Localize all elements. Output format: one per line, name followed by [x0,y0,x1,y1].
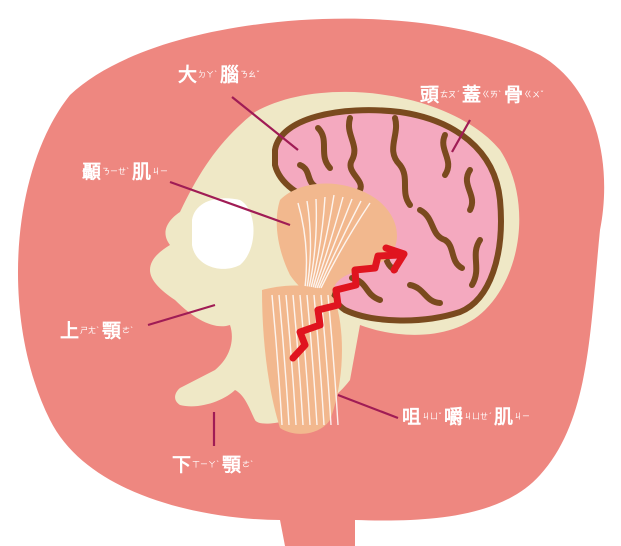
label-mandible-char-1: 下 [172,456,191,475]
label-brain-char-1: 大 [178,66,197,85]
label-masseter-char-1: 咀 [402,408,421,427]
label-brain-zhuyin-2: ㄋㄠˇ [240,71,260,79]
label-maxilla-char-1: 上 [60,322,79,341]
label-skull-zhuyin-3: ㄍㄨˇ [524,91,544,99]
label-masseter-zhuyin-2: ㄐㄩㄝˊ [464,413,492,421]
label-skull-zhuyin-1: ㄊㄡˊ [440,91,460,99]
label-skull-char-3: 骨 [504,86,523,105]
label-brain-char-2: 腦 [220,66,239,85]
label-mandible-char-2: 顎 [222,456,241,475]
label-masseter-char-2: 嚼 [444,408,463,427]
label-maxilla-zhuyin-1: ㄕㄤˋ [80,327,100,335]
label-temporalis-char-1: 顳 [82,163,101,182]
label-brain-zhuyin-1: ㄉㄚˋ [198,71,218,79]
label-skull-char-2: 蓋 [462,86,481,105]
label-temporalis-zhuyin-1: ㄋㄧㄝˋ [102,168,130,176]
label-masseter-zhuyin-3: ㄐㄧ [514,413,530,421]
label-masseter-char-3: 肌 [494,408,513,427]
label-masseter-zhuyin-1: ㄐㄩˇ [422,413,442,421]
label-mandible-zhuyin-2: ㄜˋ [242,461,254,469]
label-temporalis-char-2: 肌 [132,163,151,182]
label-temporalis-zhuyin-2: ㄐㄧ [152,168,168,176]
label-mandible-zhuyin-1: ㄒㄧㄚˋ [192,461,220,469]
label-maxilla-zhuyin-2: ㄜˋ [122,327,134,335]
label-maxilla-char-2: 顎 [102,322,121,341]
label-skull-zhuyin-2: ㄍㄞˋ [482,91,502,99]
label-skull-char-1: 頭 [420,86,439,105]
